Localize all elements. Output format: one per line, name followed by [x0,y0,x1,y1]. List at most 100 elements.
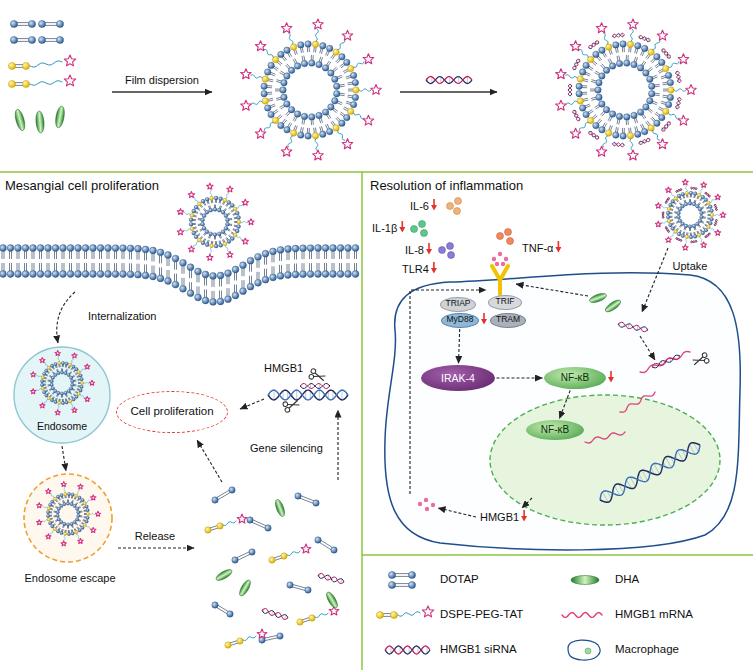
strand [612,143,624,147]
lipid-head [583,111,589,117]
lipid-head [344,114,350,120]
lipid-head [41,380,44,383]
legend-swatch [376,606,433,619]
lipid-head [262,250,269,257]
peg-chain [77,534,80,539]
sirna [385,646,430,654]
lipid-tail [34,263,35,271]
lipid-tail [54,251,55,259]
escaping-endosome [24,474,112,562]
peg-chain [579,50,588,58]
lipid-head [270,274,277,281]
lipid-head [390,611,397,618]
strand [300,384,330,389]
lipid-head [214,196,218,200]
lipid-head [376,611,383,618]
lipid-head [189,218,193,222]
strand [600,445,700,500]
lipid-tail [9,263,10,271]
sirna [665,227,669,233]
lipid-tail [77,251,78,259]
peg-chain [669,62,679,68]
lipid-tail [24,263,25,271]
tat-star [64,75,75,86]
lipid-tail [39,263,40,271]
lipid-head [704,198,708,202]
lipid-tail [124,251,125,259]
lipid-head [43,372,46,375]
lipid-head [352,245,359,252]
lipid-head [60,271,67,278]
node-ellipse: NF-κB [526,420,584,440]
arrow-head [481,319,487,325]
peg-chain [251,101,262,105]
arrow-head [399,227,405,233]
lipid-head [112,245,119,252]
lipid-head [56,20,63,27]
lipid-head [334,91,340,97]
scissors-blade [288,401,300,409]
peg-chain [398,612,420,616]
peg-chain [50,530,54,535]
lipid-head [247,283,254,290]
sirna [662,49,671,58]
lipid-head [265,69,271,75]
lipid-head [599,127,605,133]
lipid-head [57,518,60,521]
lipid-tail [287,252,288,260]
lipid-head [202,271,209,278]
lipid-head [210,244,214,248]
decrease-arrow [608,371,614,383]
lipid-head [50,364,53,367]
liposome [241,19,382,160]
lipid-head [47,507,50,510]
lipid-head [41,383,44,386]
lipid-head [212,602,218,608]
lipid-head [707,225,711,229]
lipid-head [49,522,52,525]
lipid-head [75,271,82,278]
lipid-head [52,271,59,278]
lipid-tail [26,263,27,271]
peg-chain [631,29,634,41]
lipid-head [237,220,241,224]
lipid-head [71,383,74,386]
lipid-head [54,363,57,366]
peg-chain [315,139,318,151]
lipid-head [78,529,81,532]
lipid-head [195,268,202,275]
lipid-tail [11,251,12,259]
tat-star [85,364,90,369]
lipid-head [297,619,303,625]
lipid-head [201,218,205,222]
strand [662,122,670,131]
legend-swatch [571,576,599,585]
tat-star [89,380,94,385]
sirna [573,110,580,121]
tat-star [666,187,672,193]
sirna [639,36,650,42]
lipid-head [596,80,602,86]
peg-chain [603,136,608,147]
base-pair [467,77,468,84]
lipid-tail [199,274,200,282]
peg-chain [237,236,243,240]
lipid-tail [281,265,282,273]
lipid-tail [257,260,258,268]
node-text: TRIF [496,297,515,307]
lipid-tail [191,270,192,278]
lipid-head [189,222,193,226]
lipid-head [613,132,619,138]
lipid-tail [311,263,312,271]
lipid-tail [227,276,228,284]
dashed-arrow [410,290,486,494]
lipid-head [71,493,74,496]
nucleus [490,395,720,525]
lipid-head [194,235,198,239]
node-text: TRAM [496,315,520,325]
lipid-head [701,195,705,199]
tat-star [301,544,311,553]
lipid-head [227,201,231,205]
lipid-tail [94,263,95,271]
